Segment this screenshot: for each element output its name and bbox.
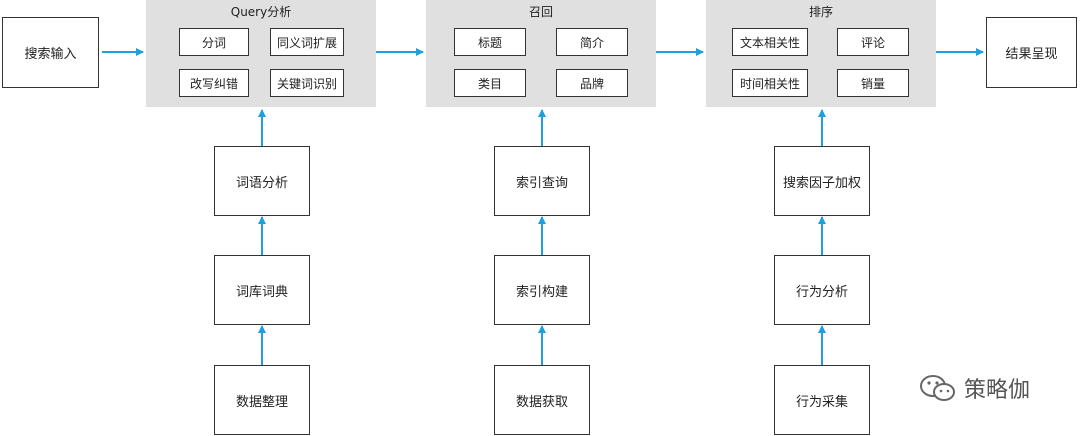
recall-group: 召回 标题 简介 类目 品牌 <box>426 0 656 107</box>
ranking-title: 排序 <box>808 5 833 19</box>
watermark: 策略伽 <box>918 372 1030 404</box>
index-query-node: 索引查询 <box>494 146 590 216</box>
recall-item-title: 标题 <box>454 28 526 56</box>
query-item-rewrite-correction: 改写纠错 <box>179 69 249 97</box>
result-output-node: 结果呈现 <box>986 17 1077 88</box>
query-item-synonym-expansion: 同义词扩展 <box>270 28 344 56</box>
watermark-text: 策略伽 <box>964 378 1031 403</box>
data-acquisition-node: 数据获取 <box>494 365 590 435</box>
query-analysis-title: Query分析 <box>230 5 292 19</box>
ranking-group: 排序 文本相关性 评论 时间相关性 销量 <box>706 0 936 107</box>
rank-item-sales: 销量 <box>837 69 909 97</box>
query-item-segmentation: 分词 <box>179 28 249 56</box>
recall-title: 召回 <box>528 5 553 19</box>
data-organization-node: 数据整理 <box>214 365 310 435</box>
index-build-node: 索引构建 <box>494 255 590 325</box>
search-factor-weighting-node: 搜索因子加权 <box>774 146 870 216</box>
recall-item-summary: 简介 <box>556 28 628 56</box>
recall-item-brand: 品牌 <box>556 69 628 97</box>
query-analysis-group: Query分析 分词 同义词扩展 改写纠错 关键词识别 <box>146 0 376 107</box>
behavior-analysis-node: 行为分析 <box>774 255 870 325</box>
search-input-node: 搜索输入 <box>2 17 99 88</box>
query-item-keyword-recognition: 关键词识别 <box>270 69 344 97</box>
behavior-collection-node: 行为采集 <box>774 365 870 435</box>
rank-item-time-relevance: 时间相关性 <box>732 69 808 97</box>
word-analysis-node: 词语分析 <box>214 146 310 216</box>
lexicon-dictionary-node: 词库词典 <box>214 255 310 325</box>
rank-item-reviews: 评论 <box>837 28 909 56</box>
recall-item-category: 类目 <box>454 69 526 97</box>
rank-item-text-relevance: 文本相关性 <box>732 28 808 56</box>
wechat-icon <box>920 375 955 401</box>
